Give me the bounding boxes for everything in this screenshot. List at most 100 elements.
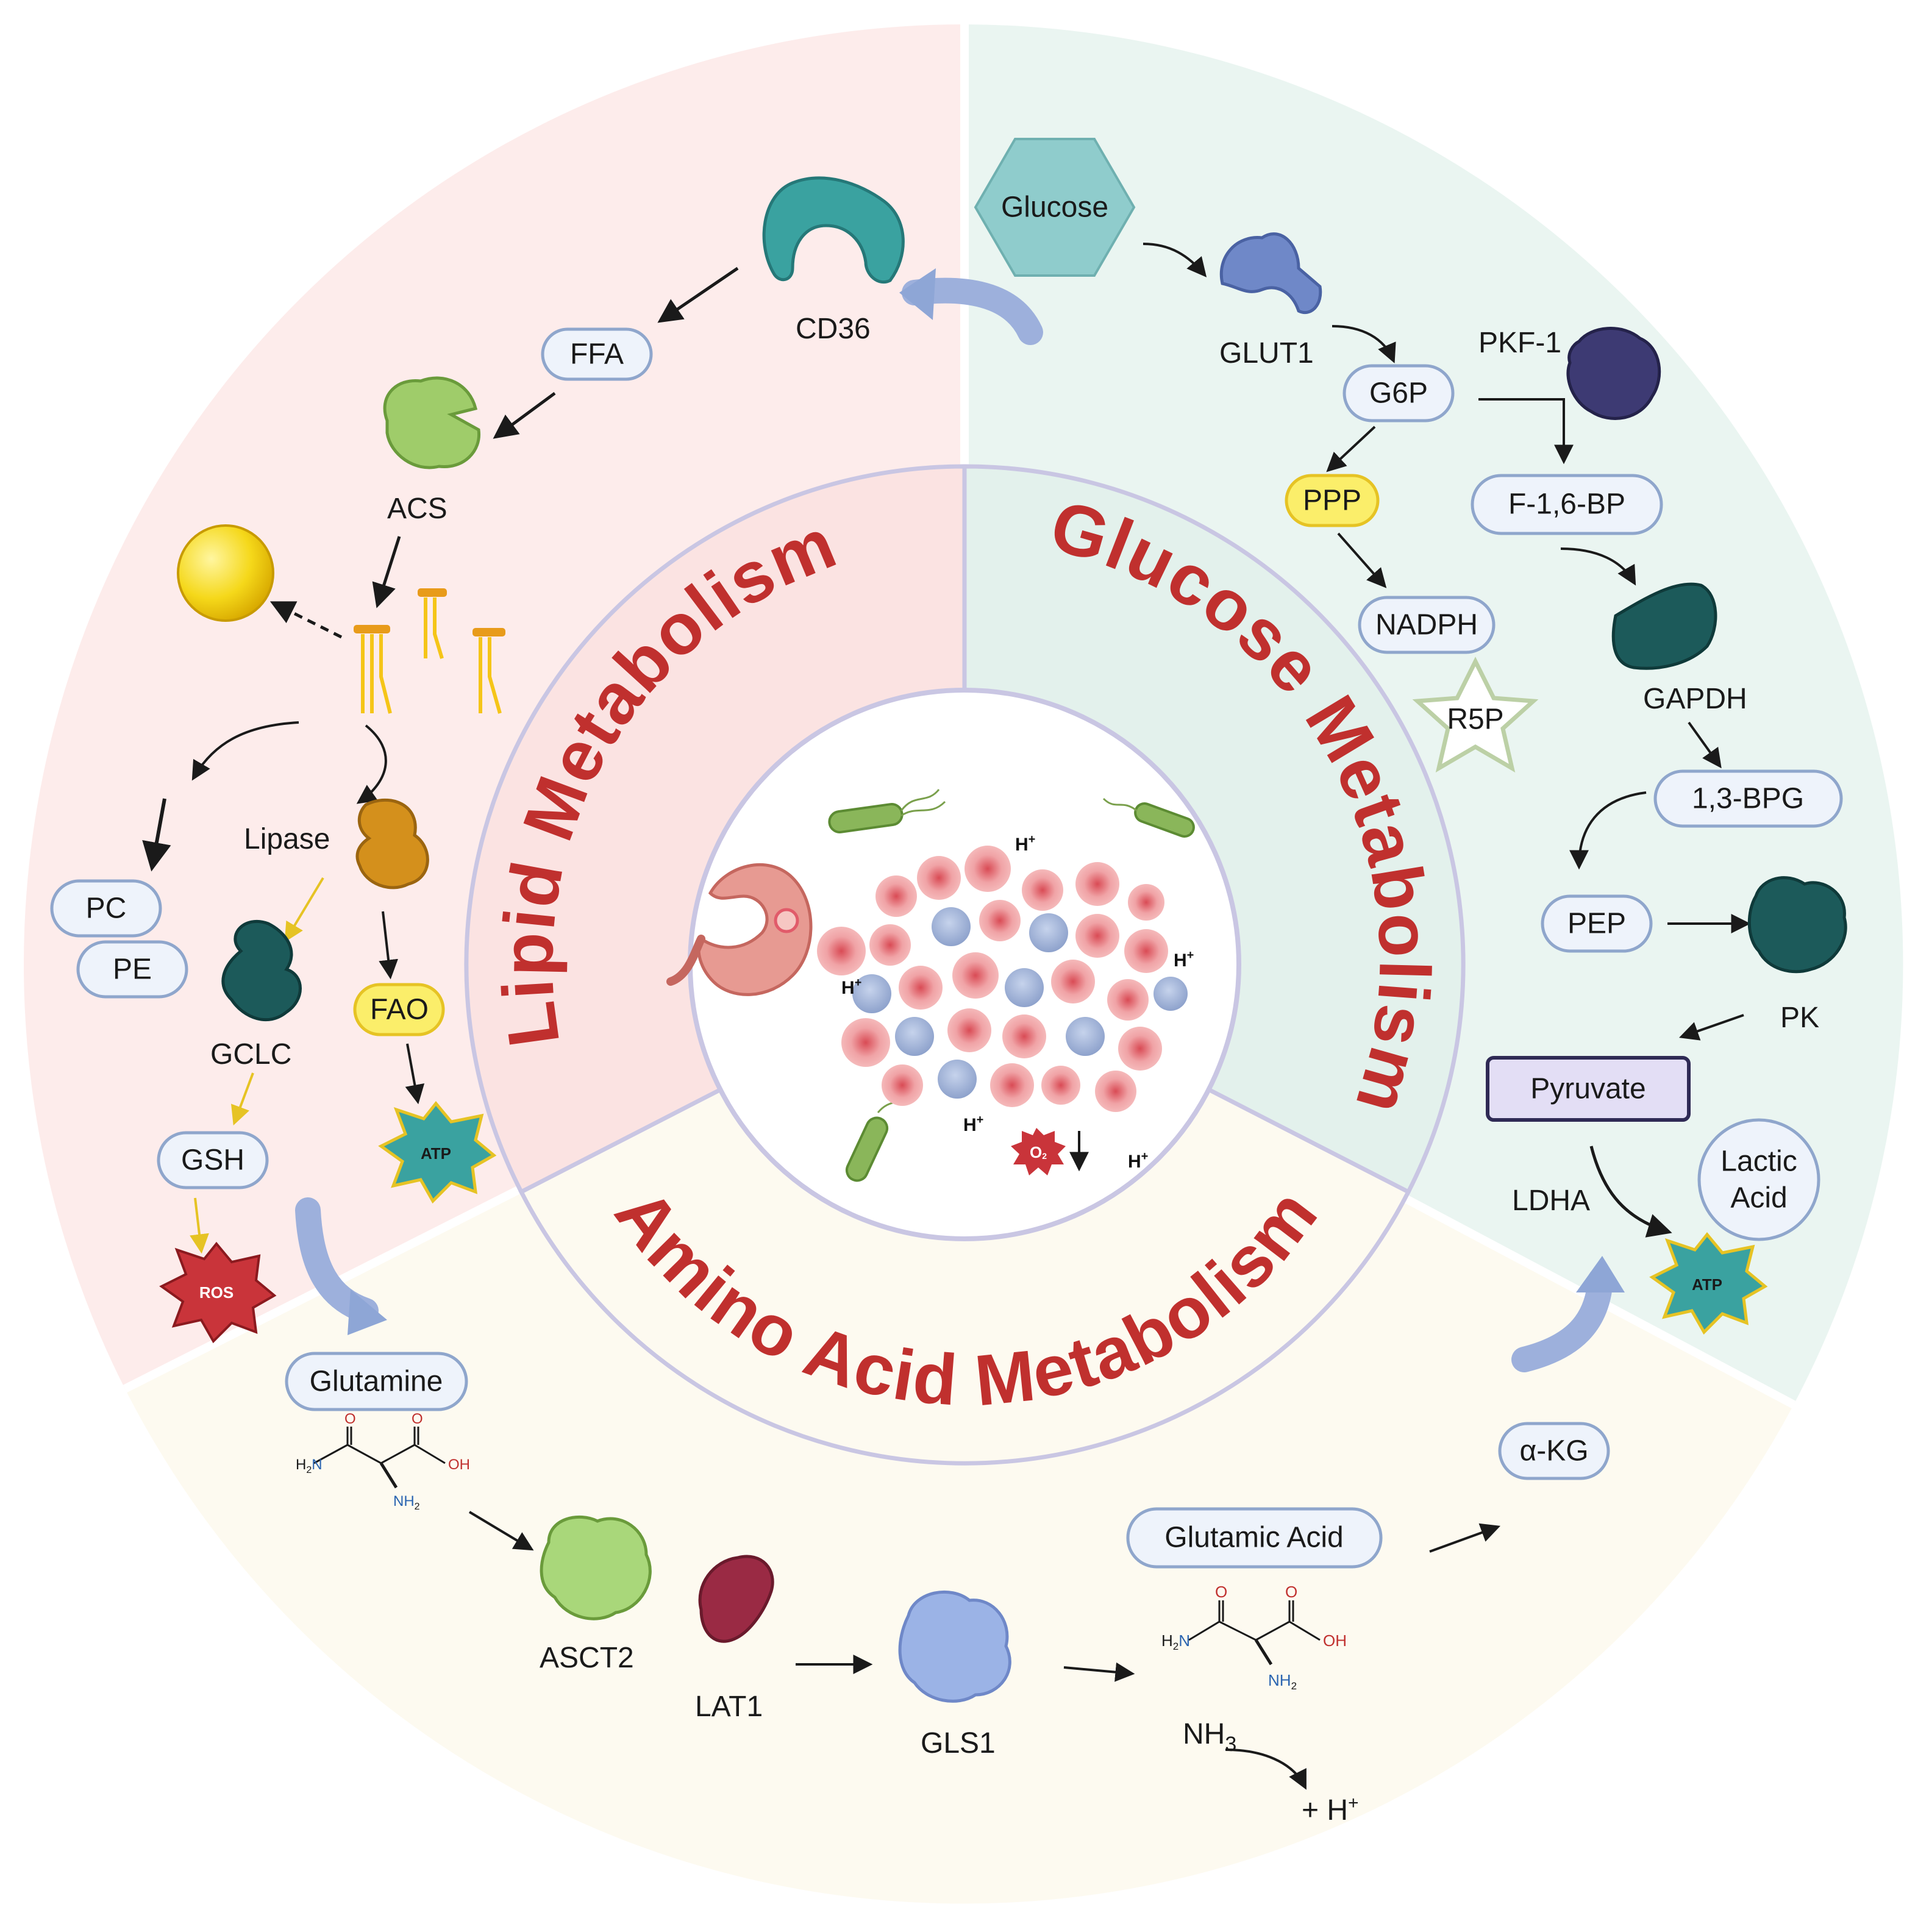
lipase-label: Lipase — [244, 823, 330, 855]
nadph-pill — [1358, 596, 1496, 654]
svg-text:O: O — [1285, 1583, 1297, 1601]
atp-burst-lipid-icon: ATP — [378, 1101, 497, 1204]
lipid-pathway: CD36 FFA ACS — [50, 176, 905, 1344]
arrow-gapdh-bpg — [1688, 721, 1722, 769]
phospholipid-icon-1 — [354, 625, 392, 714]
svg-text:H2N: H2N — [1161, 1631, 1190, 1652]
pyruvate-label: Pyruvate — [1530, 1073, 1646, 1105]
tumor-microenvironment: H+ H+ H+ H+ H+ O2 — [666, 688, 1241, 1241]
lactic-label-2: Acid — [1730, 1182, 1787, 1214]
svg-text:O: O — [344, 1411, 356, 1427]
svg-text:H+: H+ — [1128, 1150, 1148, 1172]
phospholipid-icon-2 — [418, 588, 447, 659]
gls1-protein-icon — [898, 1590, 1011, 1703]
atp-burst-glucose-icon: ATP — [1649, 1232, 1768, 1335]
glutamine-pill — [285, 1352, 468, 1411]
pkf1-protein-icon — [1566, 327, 1661, 420]
lactic-label-1: Lactic — [1720, 1146, 1797, 1178]
acs-label: ACS — [387, 493, 447, 525]
svg-text:OH: OH — [1323, 1631, 1347, 1650]
arrow-ffa-acs — [493, 391, 556, 439]
lipase-protein-icon — [355, 798, 429, 889]
cd36-label: CD36 — [796, 313, 871, 345]
svg-text:NH2: NH2 — [1268, 1671, 1297, 1692]
proton-label-2: H+ — [1174, 949, 1194, 971]
svg-text:H+: H+ — [841, 976, 861, 998]
lat1-label: LAT1 — [695, 1691, 763, 1723]
bpg13-label: 1,3-BPG — [1692, 783, 1804, 815]
glutamic-acid-structure: O O OH H2N NH2 — [1161, 1583, 1347, 1692]
arrow-glutamine-asct2 — [468, 1511, 534, 1551]
ffa-pill — [541, 327, 653, 381]
pk-protein-icon — [1747, 876, 1847, 974]
tumor-cell-cluster — [817, 846, 1188, 1112]
arrow-bpg-pep — [1569, 791, 1647, 870]
arrow-ppp-nadph — [1337, 532, 1387, 588]
ldha-label: LDHA — [1512, 1185, 1590, 1217]
oxygen-burst-icon: O2 — [1011, 1128, 1089, 1175]
arrow-acs-lipids — [372, 536, 401, 608]
gclc-protein-icon — [221, 919, 302, 1022]
arrow-fao-atp — [405, 1043, 425, 1105]
g6p-pill — [1342, 364, 1455, 422]
ros-burst-icon: ROS — [159, 1241, 277, 1344]
arrow-glucose-glut1 — [1143, 243, 1207, 277]
svg-text:H+: H+ — [1174, 949, 1194, 971]
atp-glucose-label: ATP — [1692, 1275, 1722, 1294]
bpg13-pill — [1653, 769, 1843, 828]
proton-label-5: H+ — [1128, 1150, 1148, 1172]
arrow-lipids-lipase — [356, 724, 387, 804]
arrow-g6p-f16bp — [1478, 398, 1574, 465]
nadph-label: NADPH — [1375, 609, 1478, 641]
r5p-label: R5P — [1447, 704, 1503, 736]
svg-text:NH2: NH2 — [393, 1493, 420, 1512]
arrow-g6p-ppp — [1326, 426, 1376, 472]
asct2-label: ASCT2 — [540, 1642, 634, 1674]
stomach-icon — [666, 863, 813, 996]
arrow-cd36-ffa — [657, 266, 739, 323]
arrow-glut1-g6p — [1332, 325, 1396, 363]
svg-text:OH: OH — [448, 1456, 470, 1473]
svg-text:O: O — [412, 1411, 423, 1427]
svg-text:H2N: H2N — [296, 1456, 323, 1475]
arrow-lipids-pcpe — [142, 798, 171, 872]
svg-text:O: O — [1215, 1583, 1227, 1601]
pc-label: PC — [86, 893, 127, 925]
gls1-label: GLS1 — [921, 1727, 996, 1759]
pk-label: PK — [1780, 1002, 1819, 1034]
pe-pill — [76, 940, 188, 999]
proton-label-1: H+ — [1015, 833, 1035, 855]
fao-label: FAO — [370, 994, 429, 1026]
proton-label-4: H+ — [963, 1113, 983, 1135]
ros-label: ROS — [199, 1283, 234, 1302]
ffa-label: FFA — [570, 338, 624, 371]
hplus-output-label: + H+ — [1302, 1793, 1359, 1827]
glut1-label: GLUT1 — [1219, 337, 1314, 369]
arrow-glutamic-akg — [1429, 1523, 1501, 1553]
fao-pill — [353, 983, 445, 1036]
glucose-pathway: Glucose GLUT1 G6P PKF-1 PPP F-1,6-BP NAD… — [974, 138, 1847, 1335]
f16bp-label: F-1,6-BP — [1508, 488, 1625, 521]
asct2-protein-icon — [540, 1516, 652, 1620]
amino-pathway: Glutamine O O OH H2N NH2 ASCT2 LAT1 — [285, 1352, 1610, 1827]
lipid-droplet-icon — [177, 524, 274, 622]
bacteria-icon-2 — [1102, 797, 1195, 838]
gclc-label: GCLC — [210, 1038, 291, 1071]
arrow-gls1-glutamic — [1063, 1662, 1135, 1682]
glucose-label: Glucose — [1001, 191, 1108, 224]
lat1-protein-icon — [698, 1555, 774, 1643]
r5p-star-icon: R5P — [1412, 657, 1539, 773]
transfer-arrowhead-2 — [348, 1289, 387, 1335]
akg-pill — [1498, 1422, 1610, 1480]
transfer-arrowhead-3 — [1576, 1256, 1625, 1292]
ppp-pill — [1285, 474, 1380, 527]
arrow-f16bp-gapdh — [1560, 547, 1636, 586]
arrow-gsh-ros — [190, 1197, 209, 1254]
glucose-hexagon — [974, 138, 1136, 277]
pkf1-label: PKF-1 — [1478, 327, 1561, 359]
arrow-nh3-hplus — [1225, 1748, 1307, 1790]
pep-pill — [1541, 894, 1653, 953]
arrow-pyruvate-atp — [1589, 1146, 1672, 1238]
